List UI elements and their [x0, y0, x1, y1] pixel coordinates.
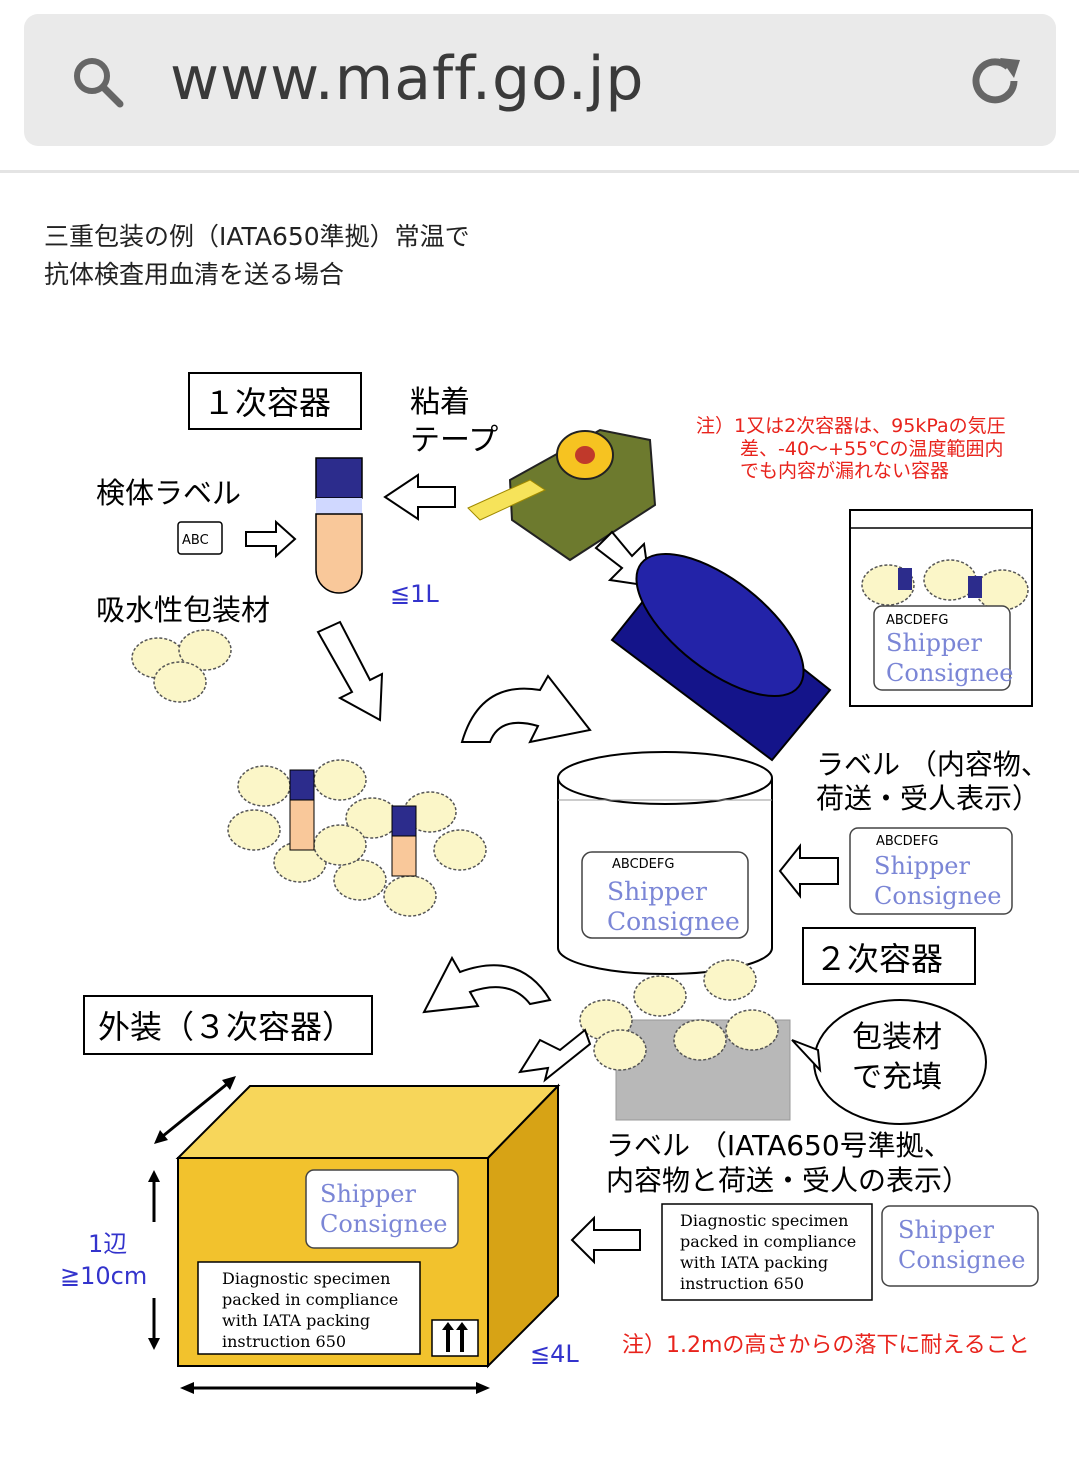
side-length-line-2: ≧10cm [60, 1262, 147, 1290]
primary-container-label: １次容器 [203, 384, 331, 422]
arrow-icon [778, 843, 839, 899]
arrow-icon [383, 473, 456, 521]
search-icon [74, 58, 124, 108]
iata-diag-line-1: Diagnostic specimen [680, 1211, 848, 1230]
box-diag-line-4: instruction 650 [222, 1332, 346, 1351]
label-iata-line-1: ラベル （IATA650号準拠、 [606, 1129, 952, 1162]
label-contents-line-1: ラベル （内容物、 [816, 748, 1049, 781]
url-text[interactable]: www.maff.go.jp [170, 44, 645, 114]
box-shipper-label [305, 1169, 459, 1249]
iata-side-shipper-label [881, 1205, 1039, 1287]
url-bar[interactable]: www.maff.go.jp [24, 14, 1056, 146]
cotton-cluster-icon [227, 759, 487, 917]
side-label-box [849, 827, 1013, 915]
le-4l-text: ≦4L [530, 1340, 579, 1368]
caption-line-2: 抗体検査用血清を送る場合 [44, 260, 345, 289]
abc-tag-text: ABC [182, 533, 209, 548]
primary-container-box [188, 372, 362, 430]
outer-packaging-label: 外装（３次容器） [98, 1008, 354, 1046]
side-length-line-1: 1辺 [88, 1230, 127, 1258]
label-contents-line-2: 荷送・受人表示） [816, 782, 1040, 815]
adhesive-tape-label-2: テープ [410, 423, 498, 458]
bag-label-shipper: Shipper [886, 629, 983, 657]
jar-label-box [581, 851, 749, 939]
dimension-arrows-icon [148, 1076, 490, 1394]
secondary-container-box [802, 927, 976, 985]
side-label-code: ABCDEFG [876, 834, 938, 849]
note1-line-3: でも内容が漏れない容器 [740, 460, 949, 482]
filler-text-1: 包装材 [852, 1020, 942, 1055]
box-diag-label [197, 1261, 421, 1355]
arrow-icon [245, 519, 297, 559]
bag-label-box [873, 605, 1011, 691]
bag-label-consignee: Consignee [886, 659, 1014, 687]
arrow-icon [570, 1215, 641, 1265]
label-iata-line-2: 内容物と荷送・受人の表示） [606, 1164, 970, 1197]
curved-arrow-icon [422, 955, 552, 1014]
this-way-up-icon [431, 1319, 479, 1357]
divider [0, 170, 1079, 173]
adhesive-tape-label-1: 粘着 [410, 385, 470, 420]
iata-diag-line-4: instruction 650 [680, 1274, 804, 1293]
side-label-shipper: Shipper [874, 852, 971, 880]
outer-packaging-box [83, 995, 373, 1055]
secondary-container-label: ２次容器 [815, 940, 943, 978]
absorbent-material-text: 吸水性包装材 [96, 593, 270, 627]
side-label-consignee: Consignee [874, 882, 1002, 910]
cotton-pad-icon [131, 629, 232, 703]
jar-label-consignee: Consignee [607, 907, 740, 936]
abc-tag-box [177, 521, 223, 555]
iata-side-consignee-text: Consignee [898, 1246, 1026, 1274]
arrow-icon [518, 1028, 592, 1083]
box-consignee-text: Consignee [320, 1210, 448, 1238]
le-1l-text: ≦1L [390, 580, 439, 608]
note2-text: 注）1.2mの高さからの落下に耐えること [622, 1333, 1030, 1358]
arrow-icon [316, 620, 384, 722]
tape-dispenser-icon [467, 428, 657, 562]
box-diag-line-2: packed in compliance [222, 1290, 398, 1309]
reload-icon[interactable] [964, 50, 1026, 112]
iata-side-shipper-text: Shipper [898, 1216, 995, 1244]
test-tube-icon [315, 457, 363, 594]
specimen-label-text: 検体ラベル [96, 476, 241, 510]
jar-label-shipper: Shipper [607, 877, 707, 906]
iata-diag-line-2: packed in compliance [680, 1232, 856, 1251]
box-diag-line-1: Diagnostic specimen [222, 1269, 390, 1288]
box-shipper-text: Shipper [320, 1180, 417, 1208]
jar-lid-icon [610, 552, 832, 762]
iata-diag-label [661, 1203, 873, 1301]
caption-line-1: 三重包装の例（IATA650準拠）常温で [44, 222, 470, 251]
iata-diag-line-3: with IATA packing [680, 1253, 828, 1272]
jar-label-code: ABCDEFG [612, 857, 674, 872]
bag-label-code: ABCDEFG [886, 613, 948, 628]
filler-text-2: で充填 [852, 1060, 942, 1095]
curved-arrow-icon [460, 674, 592, 744]
figure-caption: 三重包装の例（IATA650準拠）常温で 抗体検査用血清を送る場合 [44, 218, 470, 294]
box-diag-line-3: with IATA packing [222, 1311, 370, 1330]
packaging-diagram: １次容器 粘着 テープ 注）1又は2次容器は、95kPaの気圧 差、-40〜+5… [0, 330, 1079, 1430]
note1-line-1: 注）1又は2次容器は、95kPaの気圧 [696, 415, 1006, 437]
note1-line-2: 差、-40〜+55℃の温度範囲内 [740, 438, 1003, 460]
